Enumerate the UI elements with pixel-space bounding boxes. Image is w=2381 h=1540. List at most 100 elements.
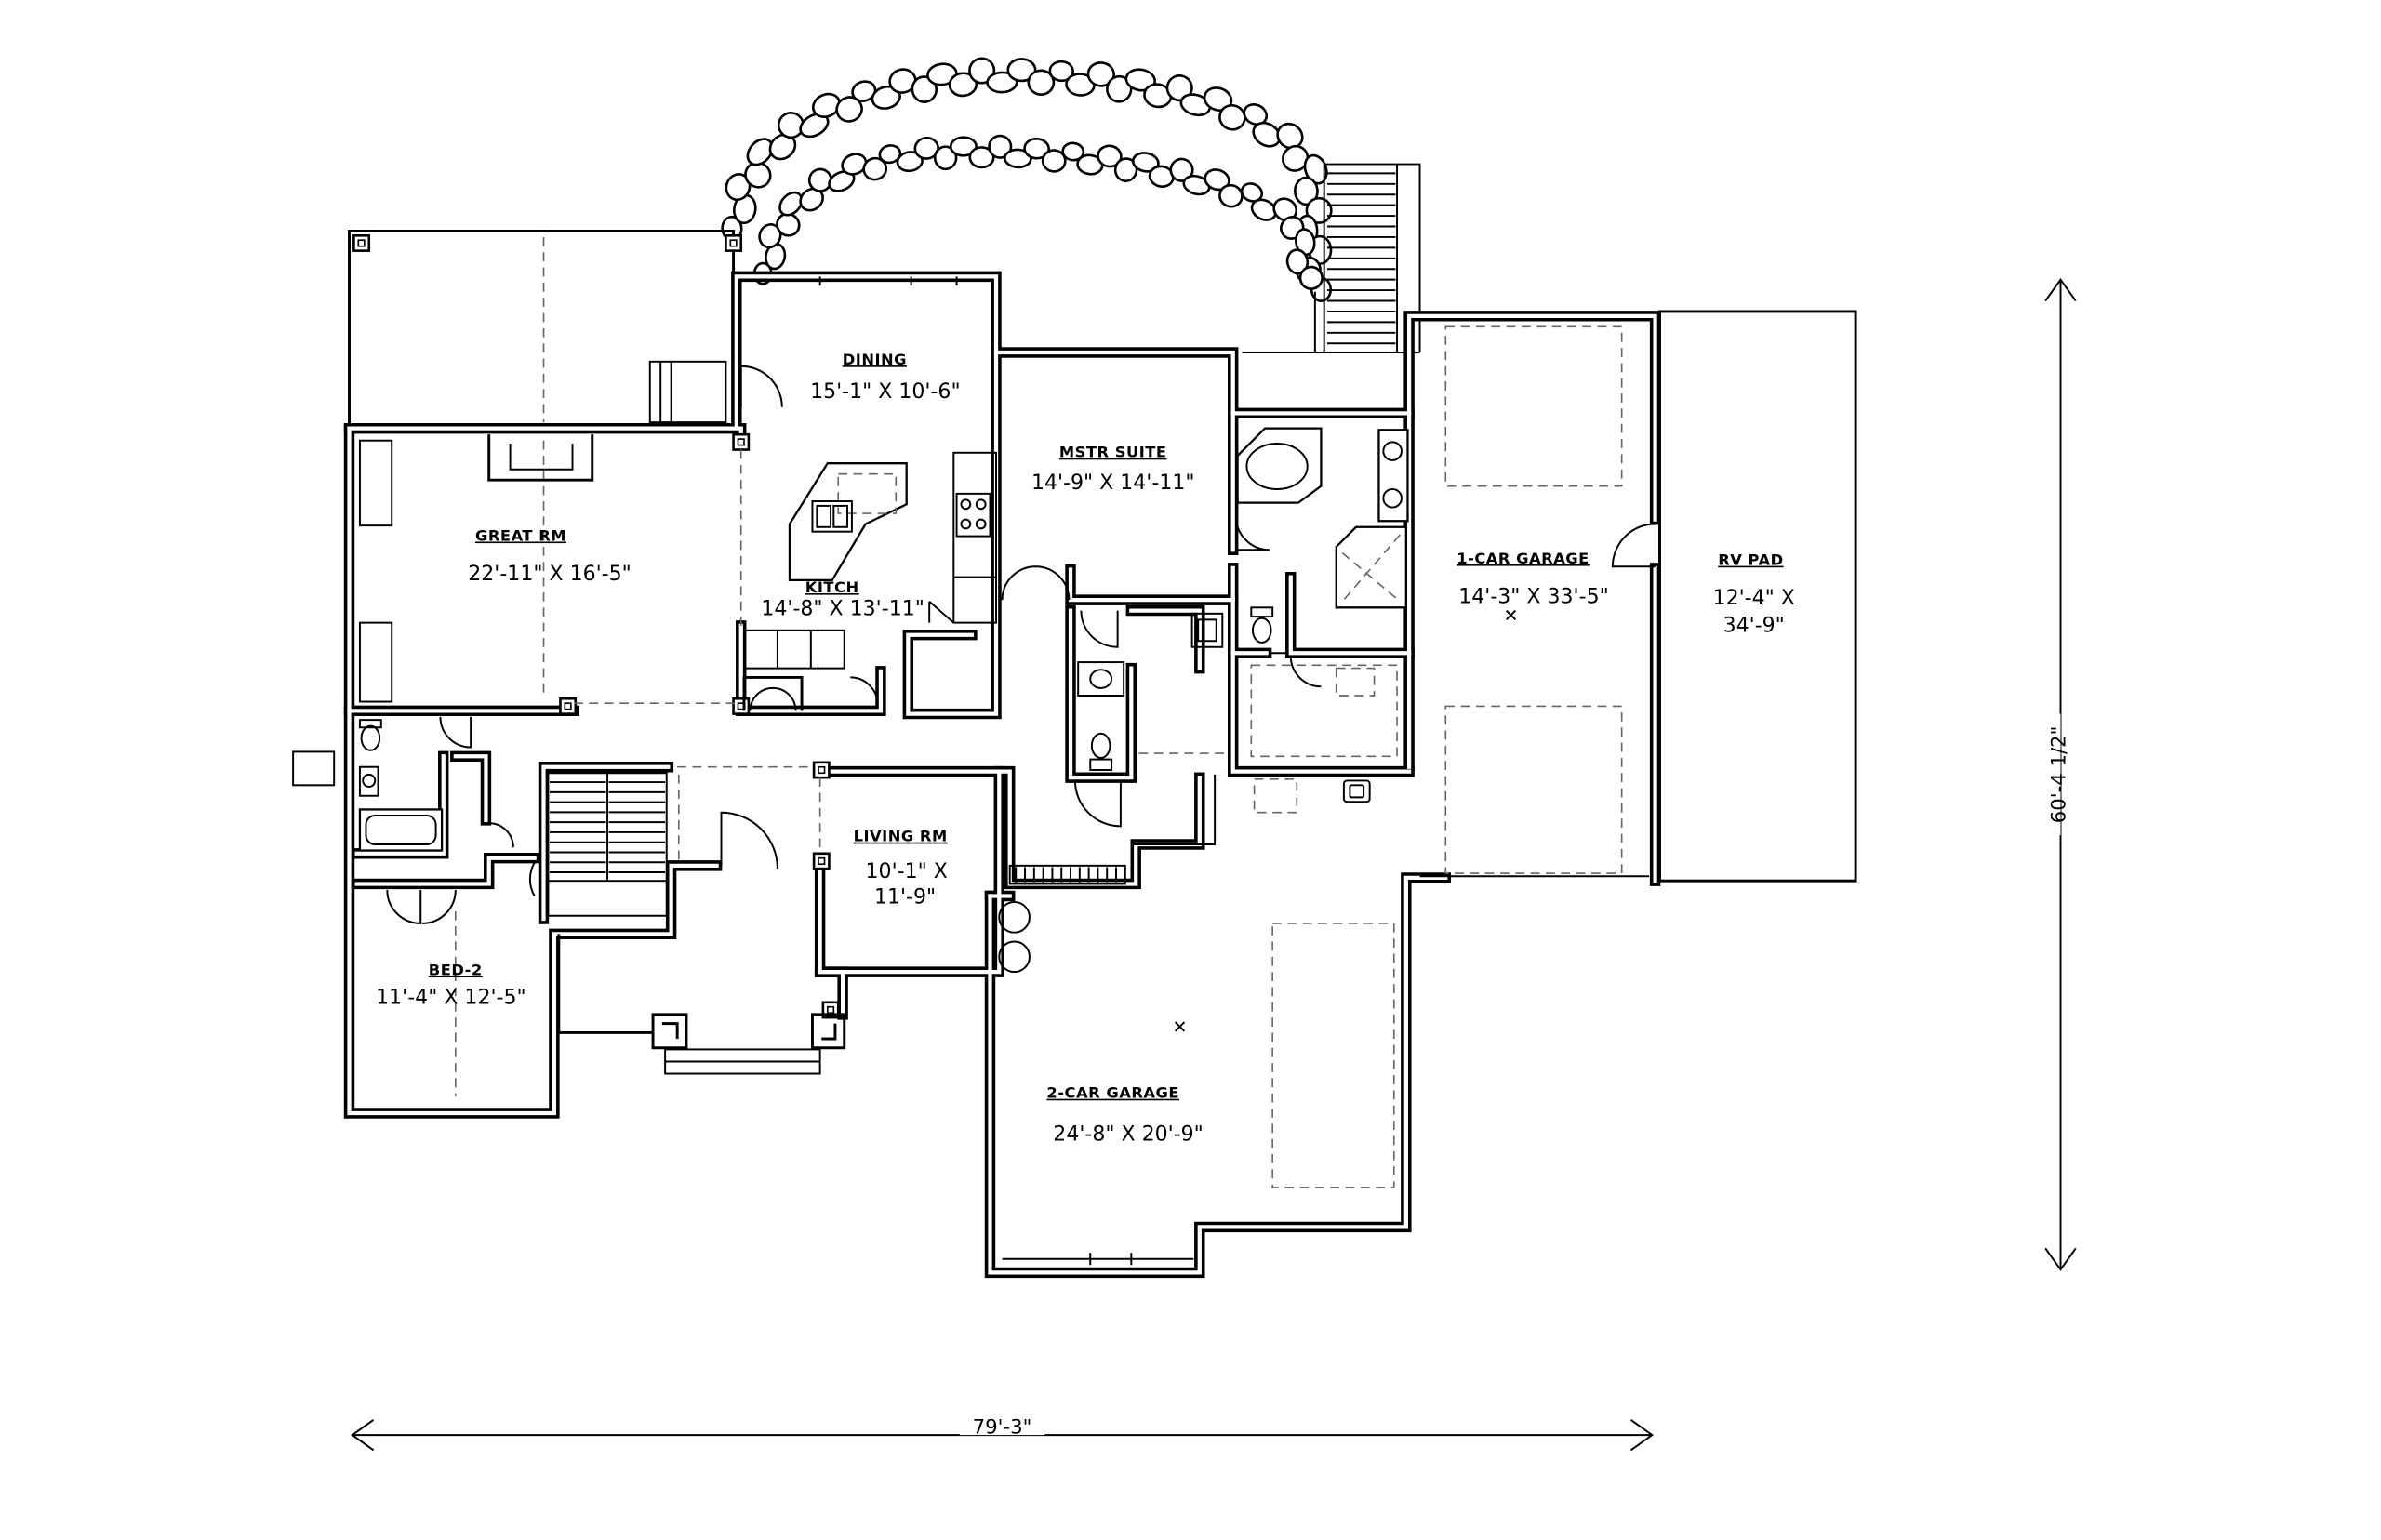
overall-depth-label: 60'-4 1/2" bbox=[2047, 726, 2070, 824]
landscape-stone bbox=[933, 145, 958, 171]
master-toilet bbox=[1251, 617, 1272, 644]
garage-stair-rail bbox=[1008, 864, 1126, 885]
landscape-stone bbox=[758, 223, 782, 249]
depth-arrow-top bbox=[2044, 277, 2077, 302]
landscape-stone bbox=[778, 191, 804, 217]
landscape-stone bbox=[1182, 174, 1211, 196]
landscape-stone bbox=[1048, 60, 1074, 83]
entry-door-swing bbox=[720, 811, 778, 870]
master-bath-door-swing bbox=[1235, 516, 1270, 551]
outer-stone-border bbox=[721, 57, 1333, 302]
dining-door-swing bbox=[739, 365, 783, 407]
landscape-stone bbox=[862, 156, 888, 181]
one-car-garage-size: 14'-3" X 33'-5" bbox=[1458, 585, 1608, 608]
closet-island bbox=[1335, 667, 1376, 697]
bed-2-label: BED-2 bbox=[429, 961, 483, 978]
window-seat-lower bbox=[358, 621, 393, 703]
landscape-stone bbox=[1303, 153, 1328, 185]
pantry-cabinet-lines bbox=[776, 630, 812, 669]
walk-in-closet-shelving bbox=[1250, 664, 1398, 758]
dining-size: 15'-1" X 10'-6" bbox=[810, 380, 960, 404]
landscape-stone bbox=[1143, 83, 1173, 109]
garage-entry-landing bbox=[1253, 777, 1298, 814]
garage-sink-basin bbox=[1349, 784, 1365, 799]
patio-steps bbox=[648, 360, 727, 424]
vanity-sink bbox=[1382, 441, 1403, 461]
hall-bath-door-swing bbox=[1073, 780, 1122, 828]
two-car-garage-fixtures bbox=[998, 774, 1395, 1266]
landscape-stone bbox=[1282, 144, 1310, 172]
landscape-stone bbox=[851, 80, 877, 102]
landscape-stone bbox=[777, 112, 805, 139]
two-car-garage-size: 24'-8" X 20'-9" bbox=[1053, 1122, 1203, 1146]
island-seating-outline bbox=[837, 472, 898, 514]
landscape-stone bbox=[1218, 103, 1246, 131]
step-block bbox=[648, 360, 727, 424]
ceiling-light-x bbox=[1505, 609, 1517, 621]
washer-inner bbox=[1197, 618, 1217, 643]
landscape-stone bbox=[1169, 157, 1194, 182]
landscape-stone bbox=[1240, 182, 1264, 203]
landscape-stone bbox=[1086, 61, 1116, 87]
ceiling-light-x bbox=[1174, 1021, 1186, 1032]
living-room-size-line-1: 10'-1" X bbox=[866, 860, 948, 883]
dining-label: DINING bbox=[843, 351, 907, 368]
deck-stair-treads bbox=[1326, 172, 1396, 345]
burner bbox=[960, 498, 972, 511]
width-label-backing bbox=[959, 1414, 1045, 1436]
bath-door-swing bbox=[439, 716, 472, 749]
landscape-stone bbox=[988, 134, 1013, 159]
landscape-stone bbox=[986, 71, 1018, 94]
bed-2-bath-fixtures bbox=[292, 716, 536, 924]
landscape-stone bbox=[1295, 228, 1316, 257]
master-suite-size: 14'-9" X 14'-11" bbox=[1031, 471, 1195, 495]
kitchen-arch-nook bbox=[742, 675, 804, 711]
landscape-stone bbox=[1250, 198, 1277, 221]
landscape-stone bbox=[871, 85, 901, 110]
landscape-stone bbox=[807, 167, 833, 192]
burner bbox=[975, 518, 987, 530]
toilet-tank bbox=[358, 719, 382, 729]
landscape-stone bbox=[913, 137, 939, 160]
laundry-washer bbox=[1190, 612, 1224, 648]
landscape-stone bbox=[1305, 196, 1333, 224]
window-seat-upper bbox=[358, 439, 393, 527]
sink-basin-right bbox=[832, 504, 849, 528]
kitchen-size: 14'-8" X 13'-11" bbox=[761, 597, 924, 620]
rail-balusters bbox=[1015, 867, 1117, 883]
bath-sink bbox=[362, 773, 377, 788]
toilet-room-door bbox=[1269, 652, 1322, 688]
garage-door-line bbox=[1002, 1253, 1194, 1266]
garage-entry-stair bbox=[1131, 774, 1217, 845]
landscape-stone bbox=[949, 136, 978, 157]
width-arrow-left bbox=[351, 1418, 375, 1452]
kitchen-label: KITCH bbox=[805, 578, 859, 596]
landscape-stone bbox=[1041, 149, 1067, 173]
arch-curve bbox=[749, 686, 797, 711]
hall-bath-sink bbox=[1089, 669, 1113, 689]
shower-drain-lines bbox=[1341, 534, 1401, 603]
landscape-stone bbox=[1113, 157, 1138, 182]
great-room-size: 22'-11" X 16'-5" bbox=[468, 563, 632, 586]
front-porch bbox=[557, 934, 846, 1075]
landscape-stone bbox=[1027, 69, 1056, 96]
one-car-garage-fixtures bbox=[1419, 310, 1857, 883]
garage-side-door-swing bbox=[1611, 523, 1656, 568]
depth-label-backing bbox=[2039, 713, 2061, 836]
linen-door-swing bbox=[488, 822, 514, 848]
burner bbox=[975, 498, 987, 511]
landscape-stone bbox=[841, 153, 868, 176]
landscape-stone bbox=[1006, 58, 1037, 83]
landscape-stone bbox=[746, 138, 774, 166]
terrace-edge bbox=[1242, 291, 1420, 353]
rv-pad-size-line-1: 12'-4" X bbox=[1713, 587, 1795, 610]
toilet-tank bbox=[1089, 758, 1113, 771]
landscape-stone bbox=[1124, 68, 1156, 92]
hall-bath-laundry bbox=[1073, 610, 1228, 828]
hall-bath-vanity bbox=[1077, 661, 1125, 697]
overall-width-dimension: 79'-3" bbox=[351, 1414, 1655, 1452]
landscape-stone bbox=[1243, 102, 1269, 126]
landscape-stone bbox=[1004, 148, 1032, 169]
landscape-stone bbox=[811, 92, 842, 119]
landscape-stone bbox=[1285, 248, 1310, 275]
